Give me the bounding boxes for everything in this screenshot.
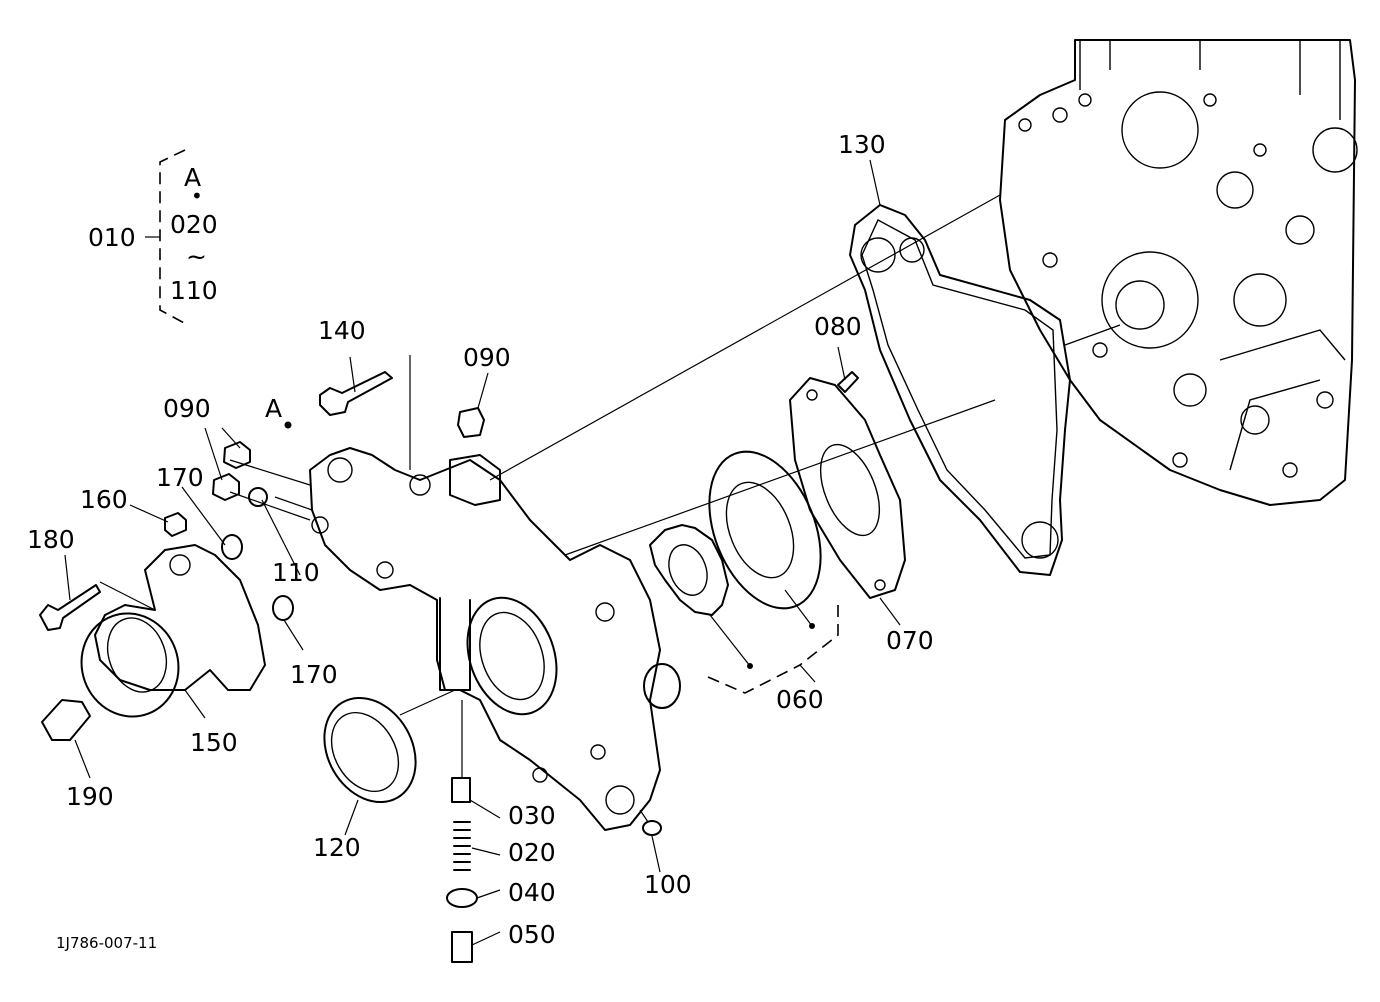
filter-bracket-150 <box>80 544 266 718</box>
callout-130: 130 <box>838 130 886 159</box>
plug-090 <box>212 407 485 501</box>
pump-plate-070 <box>789 377 906 599</box>
assembly-range-start-ref: A <box>184 163 202 192</box>
gasket-130 <box>849 204 1071 576</box>
assembly-range-separator: ~ <box>186 242 207 271</box>
callout-120: 120 <box>313 833 361 862</box>
callout-100: 100 <box>644 870 692 899</box>
plug-050 <box>451 931 473 963</box>
callout-020: 020 <box>508 838 556 867</box>
callout-190: 190 <box>66 782 114 811</box>
assembly-range-dot: • <box>191 184 203 208</box>
rotor-set-bracket <box>707 605 839 694</box>
figure-code: 1J786-007-11 <box>56 934 158 952</box>
relief-valve-030 <box>451 777 471 803</box>
o-rings-170 <box>221 534 294 621</box>
assembly-range-to: 110 <box>170 276 218 305</box>
bolt-140 <box>319 371 393 416</box>
inner-rotor <box>649 524 729 616</box>
callout-150: 150 <box>190 728 238 757</box>
callout-180: 180 <box>27 525 75 554</box>
assembly-range-from: 020 <box>170 210 218 239</box>
assembly-part-label: 010 <box>88 223 136 252</box>
callout-080: 080 <box>814 312 862 341</box>
callout-040: 040 <box>508 878 556 907</box>
callout-070: 070 <box>886 626 934 655</box>
screw-080 <box>837 371 859 393</box>
engine-block <box>999 39 1358 506</box>
assembly-bracket <box>159 149 189 326</box>
oil-pump-cover <box>309 447 681 831</box>
callout-050: 050 <box>508 920 556 949</box>
union-190 <box>41 699 91 741</box>
callout-110: 110 <box>272 558 320 587</box>
washer-040 <box>446 888 478 908</box>
ball-110 <box>248 487 268 507</box>
spring-020 <box>453 821 471 871</box>
callout-030: 030 <box>508 801 556 830</box>
callout-160: 160 <box>80 485 128 514</box>
callout-090-left: 090 <box>163 394 211 423</box>
bolt-180 <box>39 584 101 631</box>
plug-160 <box>164 512 187 537</box>
oil-seal-120 <box>323 696 417 804</box>
callout-170-lower: 170 <box>290 660 338 689</box>
callout-060: 060 <box>776 685 824 714</box>
callout-140: 140 <box>318 316 366 345</box>
leader-lines <box>64 159 1121 946</box>
o-ring-100 <box>642 820 662 836</box>
reference-marker-a: A <box>265 394 283 423</box>
callout-090-top: 090 <box>463 343 511 372</box>
callout-170-upper: 170 <box>156 463 204 492</box>
